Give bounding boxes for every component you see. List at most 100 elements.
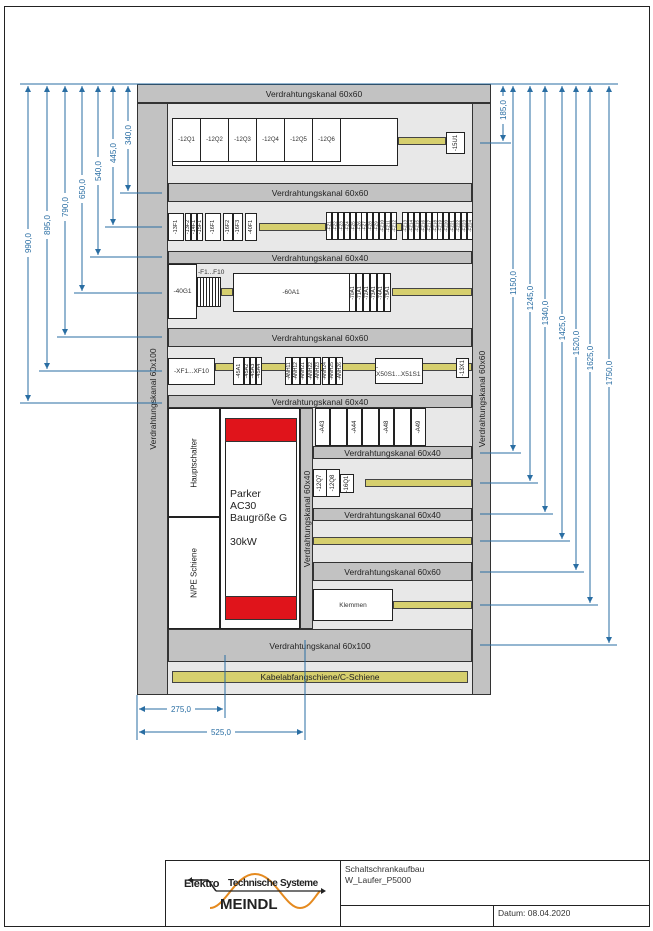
- mcb-cell: -13F1: [168, 213, 184, 241]
- dimension-label-right: 1150,0: [509, 271, 518, 295]
- fuse-group: [197, 277, 221, 307]
- terminals-XF-label: -XF1...XF10: [173, 368, 210, 375]
- fuse-terminal: -FZ12: [390, 212, 397, 240]
- terminal-block-label: Klemmen: [339, 601, 367, 609]
- fuse-terminal: -FZ17: [425, 212, 432, 240]
- fuse-terminal: -FZ21: [449, 212, 456, 240]
- duct-row5-label: Verdrahtungskanal 60x40: [271, 396, 369, 407]
- fuse-terminal: -FZ11: [385, 212, 391, 240]
- fuse-terminal: -FZ7: [361, 212, 368, 240]
- mcb-cell: -14F1: [191, 213, 197, 241]
- duct-inner-vertical: Verdrahtungskanal 60x40: [300, 408, 313, 629]
- title-divider: [340, 905, 650, 906]
- fuse-terminal: -FZ2: [331, 212, 338, 240]
- module-ANH: -ANH23: [314, 357, 322, 385]
- project-name: W_Laufer_P5000: [345, 875, 412, 885]
- npe-rail: N/PE Schiene: [168, 517, 220, 629]
- drawing-frame: [4, 6, 650, 927]
- cable-rail: Kabelabfangschiene/C-Schiene: [172, 671, 468, 683]
- dimension-label-right: 1340,0: [541, 300, 550, 325]
- logo-word-systeme: Systeme: [280, 878, 318, 889]
- fuse-terminal: -FZ19: [437, 212, 444, 240]
- drive-label-line: Parker: [230, 488, 261, 500]
- title-divider: [493, 905, 494, 927]
- duct-top-label: Verdrahtungskanal 60x60: [265, 88, 363, 99]
- drive-label-line: Baugröße G: [230, 512, 288, 524]
- fuse-terminal: -FZ14: [407, 212, 414, 240]
- dimension-label-left: 445,0: [109, 142, 118, 163]
- duct-left-vertical: Verdrahtungskanal 60x100: [137, 103, 168, 695]
- din-rail: [365, 479, 472, 487]
- io-module: -73A1: [370, 273, 377, 312]
- fuse-terminal: -FZ9: [373, 212, 380, 240]
- fuse-terminal: -FZ3: [337, 212, 344, 240]
- terminals-X50-label: -X50S1...X51S1: [376, 364, 421, 378]
- terminal-block: Klemmen: [313, 589, 393, 621]
- module-ANH: -ANH22: [306, 357, 315, 385]
- fuse-terminal: -FZ10: [379, 212, 386, 240]
- dimension-label-bottom: 525,0: [211, 728, 232, 737]
- fuse-terminal: -FZ5: [349, 212, 356, 240]
- fuse-terminal: -FZ16: [419, 212, 426, 240]
- a-module-slot: [394, 408, 411, 446]
- device-13X1: -13X1: [456, 358, 469, 378]
- fuse-terminal: -FZ22: [455, 212, 462, 240]
- a-module: -A43: [315, 408, 330, 446]
- a-module: -A48: [379, 408, 394, 446]
- drive-label-line: 30kW: [230, 536, 257, 548]
- breaker-cell: -12Q6: [312, 118, 341, 162]
- io-module: -72A1: [363, 273, 370, 312]
- mcb-cell: -16F3: [233, 213, 243, 241]
- fuse-terminal: -FZ13: [402, 212, 408, 240]
- mcb-cell: -16F2: [223, 213, 233, 241]
- dimension-label-left: 340,0: [124, 124, 133, 145]
- duct-right-c: Verdrahtungskanal 60x60: [313, 562, 472, 581]
- duct-right-a-label: Verdrahtungskanal 60x40: [344, 447, 441, 458]
- breaker-cell-label: -12Q2: [206, 137, 223, 143]
- din-rail: [313, 537, 472, 545]
- breaker-cell: -12Q4: [256, 118, 285, 162]
- controller-label: -60A1: [282, 289, 300, 296]
- logo-word-meindl: MEINDL: [220, 896, 278, 913]
- duct-right-c-label: Verdrahtungskanal 60x60: [344, 566, 441, 577]
- main-switch: Hauptschalter: [168, 408, 220, 517]
- module-ANH: -ANH24: [321, 357, 329, 385]
- device-12Q8: -12Q8: [326, 469, 340, 497]
- device-16Q1: -16Q1: [340, 474, 354, 493]
- breaker-cell: -12Q1: [172, 118, 201, 162]
- breaker-cell: -12Q5: [284, 118, 313, 162]
- duct-right-b-label: Verdrahtungskanal 60x40: [344, 509, 441, 520]
- drawing-title: Schaltschrankaufbau: [345, 864, 425, 874]
- duct-right-vertical: Verdrahtungskanal 60x60: [472, 103, 491, 695]
- breaker-cell-label: -12Q1: [178, 137, 195, 143]
- fuse-terminal: -FZ4: [343, 212, 350, 240]
- din-rail: [398, 137, 446, 145]
- fuse-group-label: -F1...F10: [198, 269, 225, 276]
- duct-right-b: Verdrahtungskanal 60x40: [313, 508, 472, 521]
- io-module: -75A1: [384, 273, 391, 312]
- module-45A: -45A3: [250, 357, 256, 385]
- mcb-cell: -15F1: [197, 213, 203, 241]
- dimension-label-right: 1245,0: [526, 285, 535, 310]
- mcb-cell: -16F1: [205, 213, 221, 241]
- dimension-label-right: 1750,0: [605, 360, 614, 385]
- duct-row4: Verdrahtungskanal 60x60: [168, 328, 472, 347]
- power-supply-40G1: -40G1: [168, 264, 197, 319]
- cable-rail-label: Kabelabfangschiene/C-Schiene: [260, 672, 380, 682]
- fuse-terminal: -FZ18: [431, 212, 438, 240]
- breaker-cell-label: -12Q4: [262, 137, 279, 143]
- dimension-label-right: 1625,0: [586, 345, 595, 370]
- a-module-slot: [362, 408, 379, 446]
- drive-bottom-red: [225, 596, 297, 620]
- dimension-label-left: 990,0: [24, 232, 33, 253]
- title-block: [165, 860, 650, 927]
- duct-row4-label: Verdrahtungskanal 60x60: [271, 332, 369, 343]
- din-rail: [221, 288, 233, 296]
- module-45A: -45A4: [256, 357, 262, 385]
- io-module: -71A1: [356, 273, 363, 312]
- mcb-row: -13F1-13F2-14F1-15F1-16F1-16F2-16F3-40F1…: [168, 212, 473, 241]
- duct-bottom: Verdrahtungskanal 60x100: [168, 629, 472, 662]
- fuse-terminal: -FZ20: [443, 212, 450, 240]
